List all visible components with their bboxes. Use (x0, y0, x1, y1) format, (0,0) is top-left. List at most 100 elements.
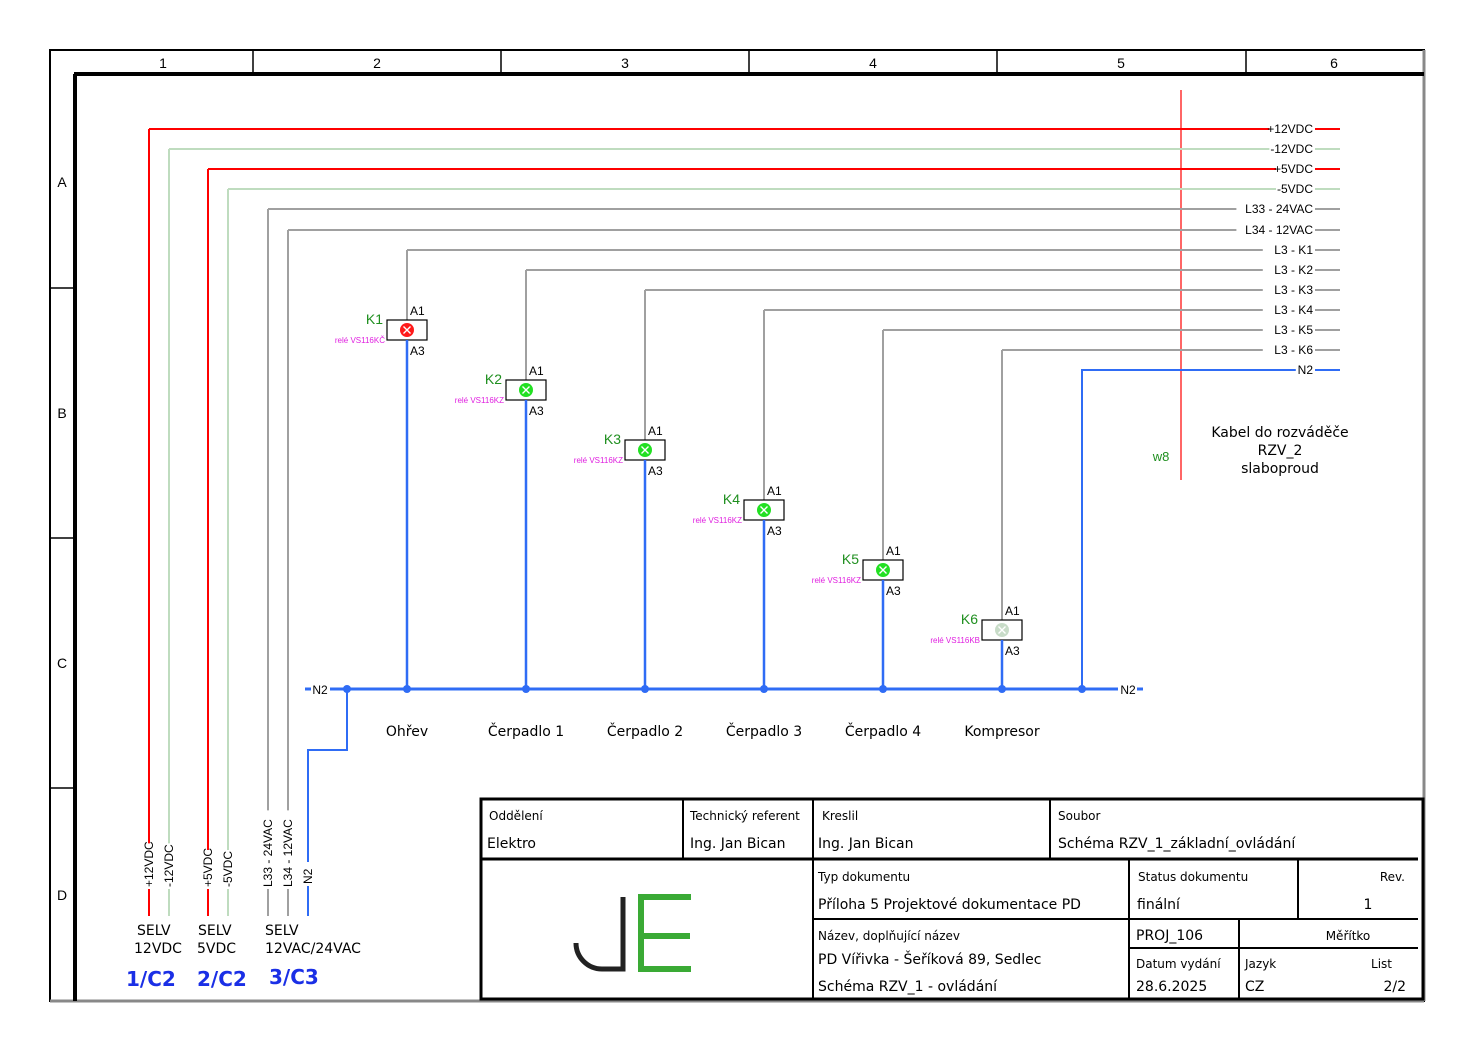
source-wire-label: L33 - 24VAC (261, 819, 275, 887)
bus-label: L3 - K4 (1274, 303, 1313, 317)
source-wire-label: +12VDC (142, 841, 156, 887)
cable-description-line: RZV_2 (1258, 443, 1303, 459)
relay-pin-a1: A1 (886, 544, 901, 558)
tb-oddeleni-value: Elektro (487, 836, 536, 852)
neutral-return-wire (1081, 369, 1262, 689)
bus-label: +12VDC (1267, 122, 1313, 136)
tb-status-label: Status dokumentu (1138, 870, 1248, 884)
logo-letter-j (573, 897, 626, 972)
source-ref[interactable]: 2/C2 (197, 967, 247, 991)
relay-type: relé VS116KČ (335, 336, 385, 345)
relay-pin-a3: A3 (410, 344, 425, 358)
tb-datum-label: Datum vydání (1136, 957, 1221, 971)
load-label: Kompresor (964, 724, 1039, 740)
relay-type: relé VS116KZ (455, 396, 504, 405)
tb-kreslil-value: Ing. Jan Bican (818, 836, 913, 852)
lamp-cross-icon (760, 506, 768, 514)
source-wire-label: -5VDC (221, 851, 235, 887)
tb-nazev-value-1: PD Vířivka - Šeříková 89, Sedlec (818, 950, 1041, 968)
lamp-cross-icon (403, 326, 411, 334)
relay-id: K1 (366, 311, 383, 327)
tb-jazyk-value: CZ (1245, 979, 1264, 995)
cable-description-line: slaboproud (1241, 461, 1319, 477)
relay-id: K2 (485, 371, 502, 387)
load-label: Čerpadlo 2 (607, 722, 683, 740)
tb-list-value: 2/2 (1383, 979, 1406, 995)
relay-pin-a1: A1 (767, 484, 782, 498)
relay-pin-a1: A1 (648, 424, 663, 438)
relay-type: relé VS116KZ (693, 516, 742, 525)
source-subtitle: 5VDC (197, 941, 236, 957)
tb-jazyk-label: Jazyk (1244, 957, 1276, 971)
source-subtitle: 12VDC (134, 941, 182, 957)
tb-typ-value: Příloha 5 Projektové dokumentace PD (818, 897, 1081, 913)
bus-label: L3 - K5 (1274, 323, 1313, 337)
relay-id: K5 (842, 551, 859, 567)
tb-status-value: finální (1137, 897, 1181, 913)
source-subtitle: 12VAC/24VAC (265, 941, 361, 957)
cable-id: w8 (1152, 449, 1170, 464)
neutral-bus-right-label: N2 (1120, 683, 1136, 697)
tb-rev-value: 1 (1364, 897, 1373, 913)
bus-label: L3 - K1 (1274, 243, 1313, 257)
bus-label: -5VDC (1277, 182, 1313, 196)
tb-tech-ref-value: Ing. Jan Bican (690, 836, 785, 852)
bus-label: -12VDC (1270, 142, 1313, 156)
tb-oddeleni-label: Oddělení (489, 809, 543, 823)
bus-label: N2 (1298, 363, 1314, 377)
tb-list-label: List (1371, 957, 1392, 971)
source-ref[interactable]: 3/C3 (269, 965, 319, 989)
relay-pin-a1: A1 (410, 304, 425, 318)
source-ref[interactable]: 1/C2 (126, 967, 176, 991)
relay-pin-a3: A3 (1005, 644, 1020, 658)
tb-datum-value: 28.6.2025 (1136, 979, 1207, 995)
source-wire-label: L34 - 12VAC (281, 819, 295, 887)
tb-nazev-label: Název, doplňující název (818, 929, 960, 943)
relay-type: relé VS116KZ (574, 456, 623, 465)
bus-label: L3 - K3 (1274, 283, 1313, 297)
row-label: B (57, 405, 66, 421)
tb-rev-label: Rev. (1380, 870, 1405, 884)
tb-proj-value: PROJ_106 (1136, 928, 1203, 944)
relay-pin-a3: A3 (767, 524, 782, 538)
title-block: Oddělení Elektro Technický referent Ing.… (479, 797, 1425, 1001)
tb-nazev-value-2: Schéma RZV_1 - ovládání (818, 979, 998, 995)
source-title: SELV (137, 923, 171, 939)
relay-pin-a1: A1 (529, 364, 544, 378)
column-label: 6 (1330, 55, 1338, 71)
power-sources: SELV 12VDC 1/C2 SELV 5VDC 2/C2 SELV 12VA… (126, 923, 361, 991)
relay-pin-a3: A3 (648, 464, 663, 478)
relay-pin-a3: A3 (886, 584, 901, 598)
neutral-feed-wire (307, 689, 348, 860)
relay-id: K3 (604, 431, 621, 447)
column-label: 1 (159, 55, 167, 71)
load-label: Ohřev (386, 724, 428, 740)
load-label: Čerpadlo 4 (845, 722, 921, 740)
cable-description-line: Kabel do rozváděče (1211, 425, 1348, 441)
bus-label: L33 - 24VAC (1245, 202, 1313, 216)
column-label: 4 (869, 55, 877, 71)
tb-tech-ref-label: Technický referent (689, 809, 800, 823)
neutral-bus-left-label: N2 (312, 683, 328, 697)
row-label: D (57, 887, 67, 903)
source-wire-label: N2 (301, 868, 315, 884)
tb-soubor-label: Soubor (1058, 809, 1101, 823)
lamp-cross-icon (879, 566, 887, 574)
lamp-cross-icon (522, 386, 530, 394)
bus-label: L3 - K2 (1274, 263, 1313, 277)
relay-id: K4 (723, 491, 740, 507)
source-wire-label: -12VDC (162, 844, 176, 887)
company-logo: JB (573, 894, 691, 972)
bus-label: L34 - 12VAC (1245, 223, 1313, 237)
neutral-bus: N2 N2 (305, 369, 1262, 860)
relay-type: relé VS116KB (930, 636, 980, 645)
